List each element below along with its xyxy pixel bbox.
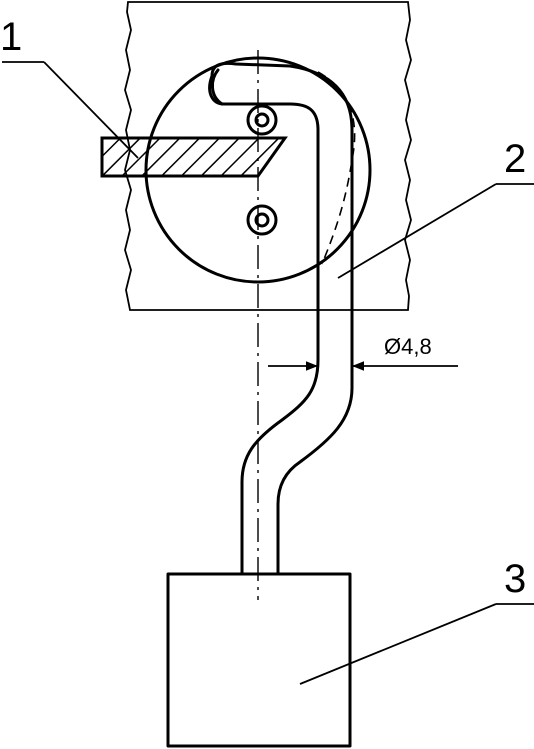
blade-part-1	[100, 136, 288, 178]
mounting-plate	[124, 1, 412, 311]
svg-text:3: 3	[504, 557, 526, 601]
label-1-callout: 1	[0, 15, 139, 159]
label-2-callout: 2	[337, 137, 534, 279]
label-3-callout: 3	[299, 557, 534, 685]
weight-part-3	[166, 572, 352, 748]
upper-pivot-bolt	[246, 104, 278, 136]
wire-part-2	[208, 61, 354, 576]
diameter-dimension-text: Ø4,8	[384, 334, 432, 359]
lower-pivot-bolt	[246, 204, 278, 236]
svg-text:1: 1	[0, 15, 22, 59]
wire-end-cap	[211, 68, 224, 106]
svg-text:2: 2	[504, 137, 526, 181]
